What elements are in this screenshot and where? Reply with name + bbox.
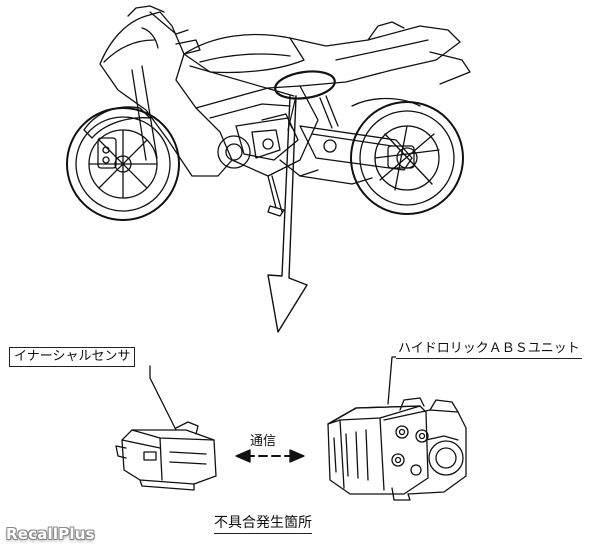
- sensor-location-highlight: [274, 70, 336, 100]
- rear-wheel-icon: [350, 101, 464, 215]
- inertial-sensor-label: イナーシャルセンサ: [9, 347, 136, 367]
- sensor-label-leader: [149, 365, 177, 431]
- inertial-sensor-icon: [115, 421, 217, 491]
- engine-icon: [217, 113, 319, 177]
- leader-line: [189, 65, 297, 131]
- watermark-logo: RecallPlus: [6, 525, 95, 543]
- fault-location-label: 不具合発生箇所: [214, 512, 312, 534]
- communication-label: 通信: [250, 434, 277, 449]
- front-wheel-icon: [66, 107, 180, 221]
- motorcycle-icon: [66, 5, 471, 221]
- abs-unit-label: ハイドロリックＡＢＳユニット: [396, 341, 582, 359]
- hydraulic-abs-unit-icon: [327, 397, 467, 501]
- abs-label-leader: [387, 356, 399, 405]
- callout-arrow-down-icon: [267, 95, 308, 333]
- bidirectional-dashed-arrow-icon: [235, 449, 305, 463]
